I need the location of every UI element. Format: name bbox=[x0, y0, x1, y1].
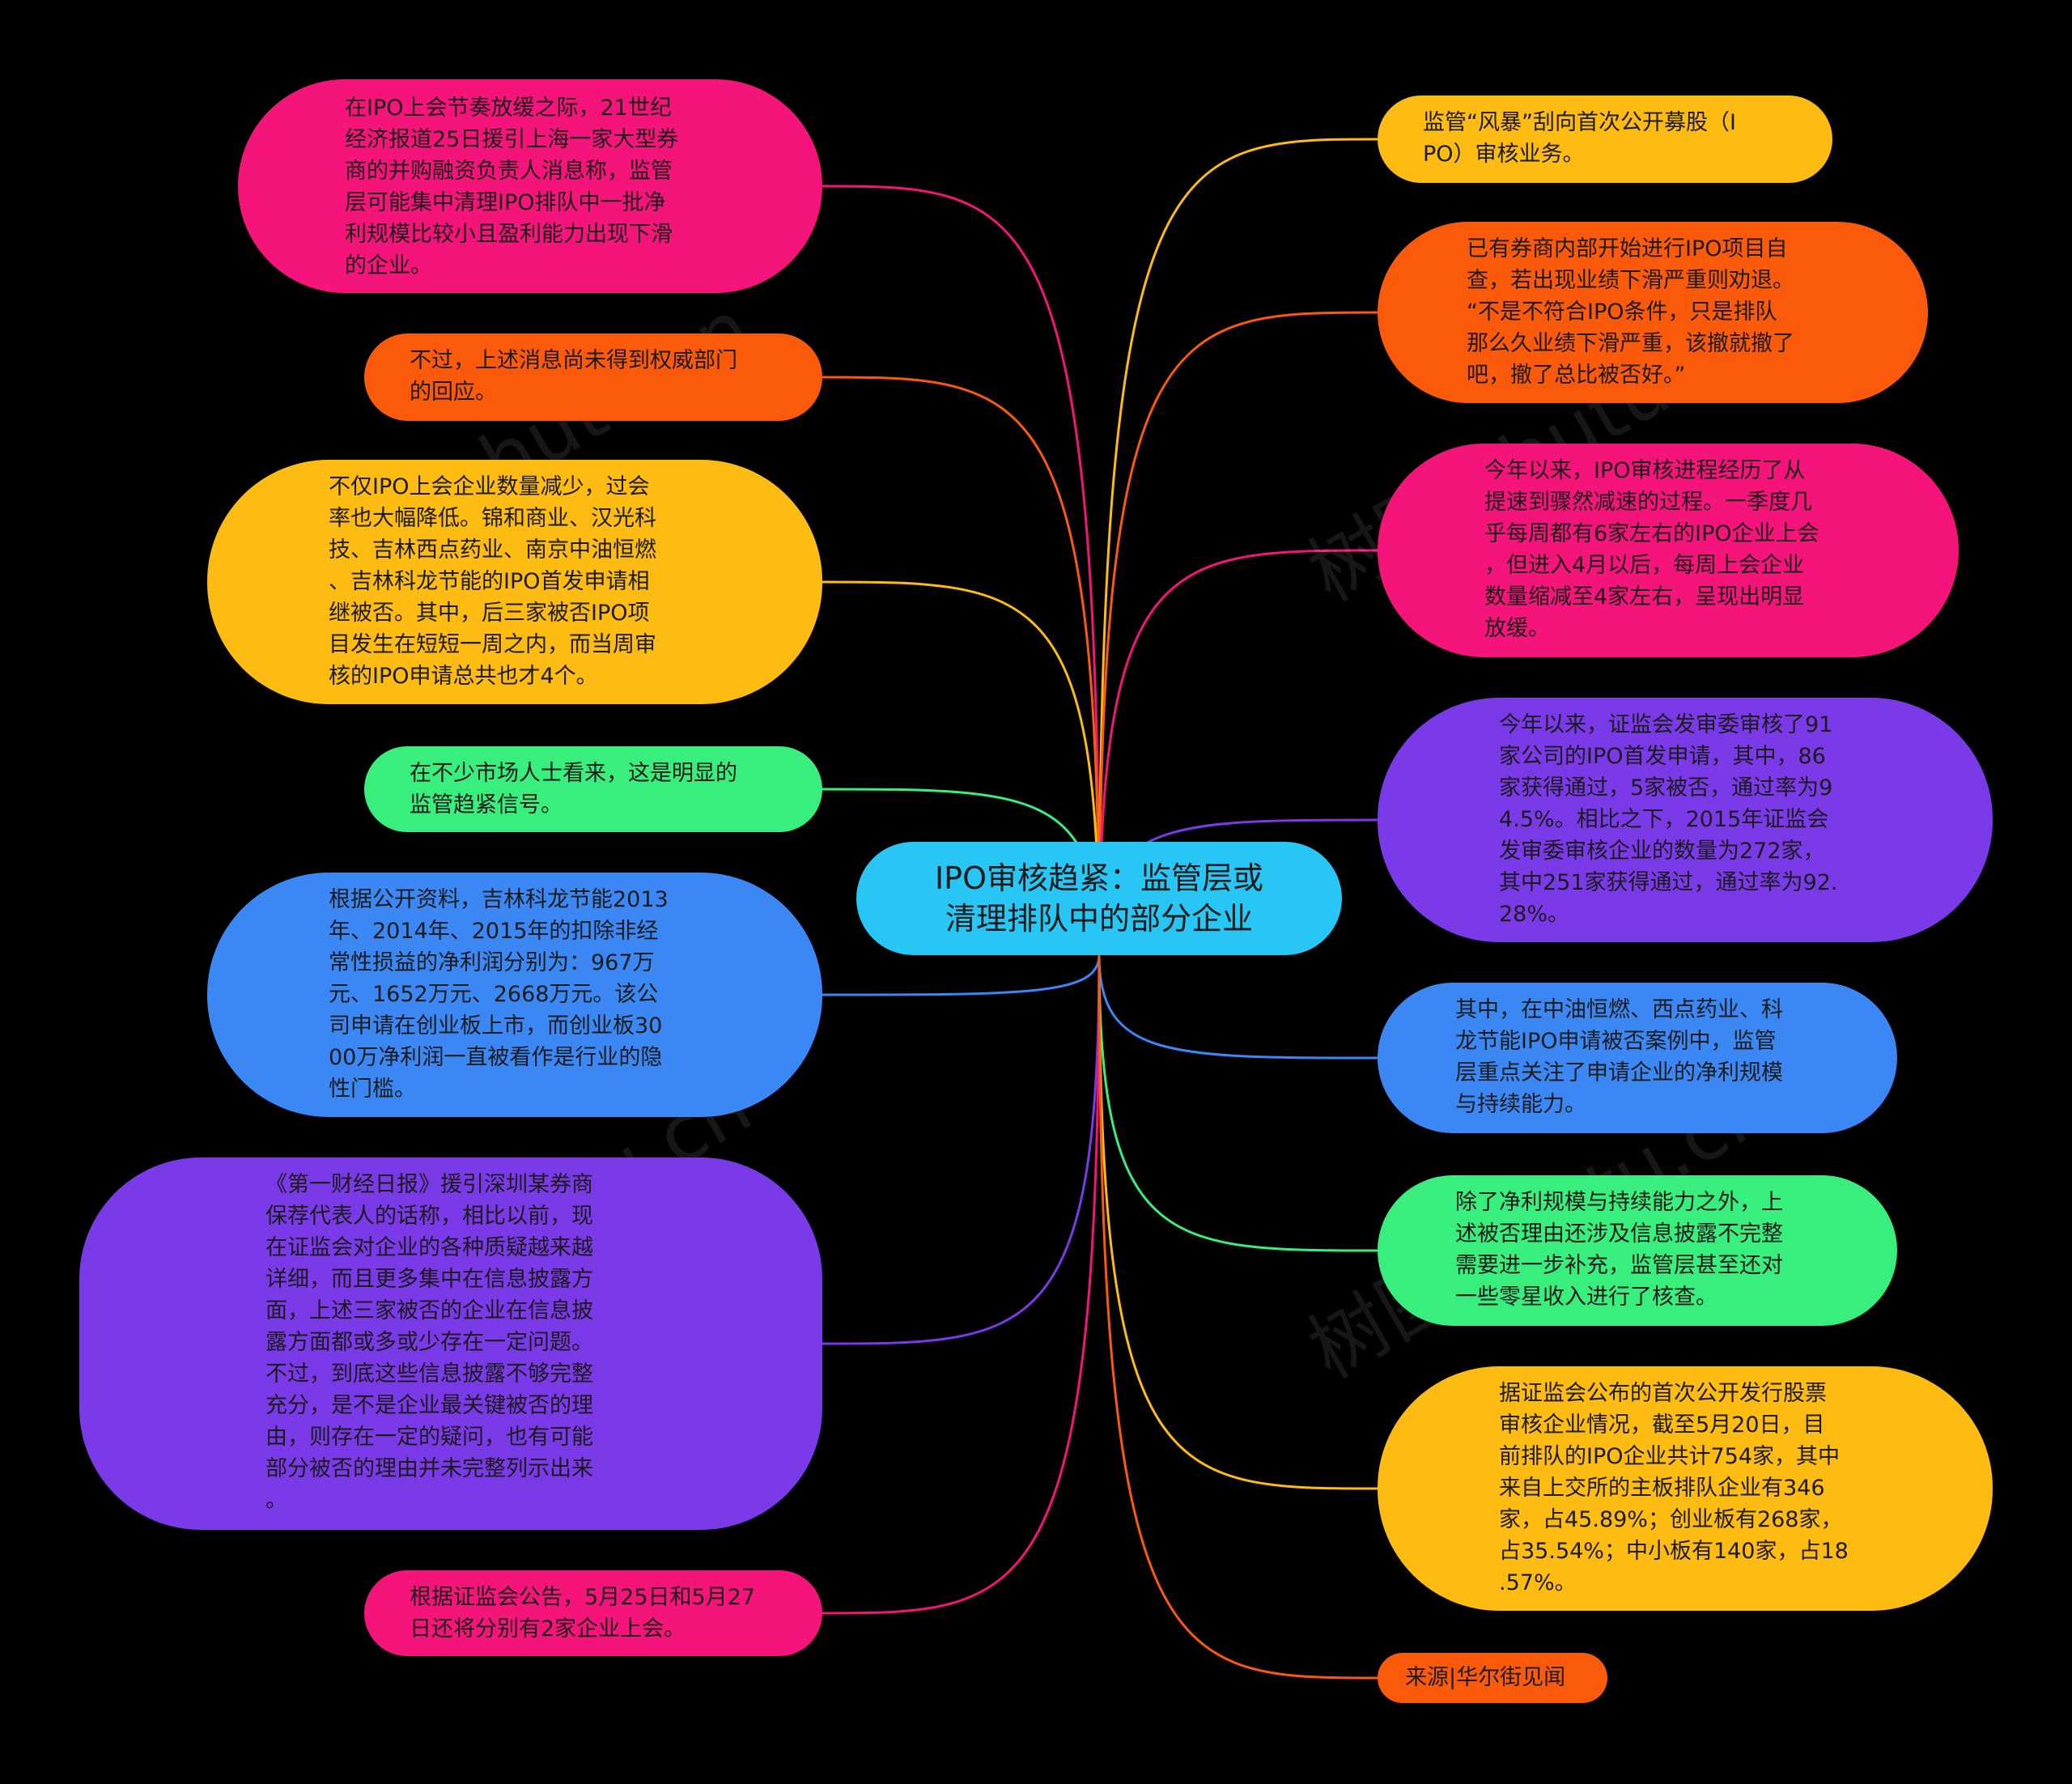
right-topic-node[interactable]: 今年以来，IPO审核进程经历了从 提速到骤然减速的过程。一季度几 乎每周都有6家… bbox=[1378, 444, 1959, 657]
right-connector-line bbox=[1098, 311, 1378, 956]
right-connector-line bbox=[1098, 954, 1378, 1060]
right-connector-line bbox=[1098, 954, 1378, 1680]
left-topic-text: 根据证监会公告，5月25日和5月27 日还将分别有2家企业上会。 bbox=[410, 1585, 756, 1642]
left-topic-node[interactable]: 在IPO上会节奏放缓之际，21世纪 经济报道25日援引上海一家大型券 商的并购融… bbox=[238, 79, 822, 293]
right-topic-node[interactable]: 据证监会公布的首次公开发行股票 审核企业情况，截至5月20日，目 前排队的IPO… bbox=[1378, 1366, 1993, 1611]
left-topic-node[interactable]: 《第一财经日报》援引深圳某券商 保荐代表人的话称，相比以前，现 在证监会对企业的… bbox=[79, 1157, 822, 1530]
right-connector-line bbox=[1098, 954, 1378, 1252]
left-topic-node[interactable]: 不过，上述消息尚未得到权威部门 的回应。 bbox=[364, 333, 822, 421]
right-topic-text: 据证监会公布的首次公开发行股票 审核企业情况，截至5月20日，目 前排队的IPO… bbox=[1499, 1381, 1849, 1595]
left-connector-line bbox=[822, 954, 1101, 996]
left-topic-text: 不仅IPO上会企业数量减少，过会 率也大幅降低。锦和商业、汉光科 技、吉林西点药… bbox=[329, 474, 656, 689]
left-topic-node[interactable]: 不仅IPO上会企业数量减少，过会 率也大幅降低。锦和商业、汉光科 技、吉林西点药… bbox=[207, 460, 822, 704]
central-topic-node[interactable]: IPO审核趋紧：监管层或 清理排队中的部分企业 bbox=[856, 842, 1342, 955]
right-topic-node[interactable]: 来源|华尔街见闻 bbox=[1378, 1653, 1607, 1703]
left-connector-line bbox=[822, 185, 1101, 956]
right-topic-node[interactable]: 已有券商内部开始进行IPO项目自 查，若出现业绩下滑严重则劝退。 “不是不符合I… bbox=[1378, 222, 1928, 403]
right-topic-node[interactable]: 今年以来，证监会发审委审核了91 家公司的IPO首发申请，其中，86 家获得通过… bbox=[1378, 698, 1993, 942]
right-topic-text: 今年以来，IPO审核进程经历了从 提速到骤然减速的过程。一季度几 乎每周都有6家… bbox=[1484, 458, 1819, 641]
left-connector-line bbox=[822, 954, 1101, 1615]
left-topic-text: 在不少市场人士看来，这是明显的 监管趋紧信号。 bbox=[410, 761, 737, 818]
left-topic-text: 不过，上述消息尚未得到权威部门 的回应。 bbox=[410, 348, 737, 405]
central-topic-text: IPO审核趋紧：监管层或 清理排队中的部分企业 bbox=[934, 860, 1264, 937]
right-topic-text: 今年以来，证监会发审委审核了91 家公司的IPO首发申请，其中，86 家获得通过… bbox=[1499, 712, 1838, 927]
right-topic-text: 监管“风暴”刮向首次公开募股（I PO）审核业务。 bbox=[1423, 110, 1736, 167]
left-topic-text: 《第一财经日报》援引深圳某券商 保荐代表人的话称，相比以前，现 在证监会对企业的… bbox=[265, 1172, 593, 1513]
right-connector-line bbox=[1098, 954, 1378, 1490]
left-topic-text: 根据公开资料，吉林科龙节能2013 年、2014年、2015年的扣除非经 常性损… bbox=[329, 887, 669, 1102]
right-connector-line bbox=[1098, 138, 1378, 956]
left-topic-node[interactable]: 根据证监会公告，5月25日和5月27 日还将分别有2家企业上会。 bbox=[364, 1570, 822, 1656]
left-topic-node[interactable]: 在不少市场人士看来，这是明显的 监管趋紧信号。 bbox=[364, 746, 822, 832]
right-connector-line bbox=[1098, 549, 1378, 956]
right-topic-text: 除了净利规模与持续能力之外，上 述被否理由还涉及信息披露不完整 需要进一步补充，… bbox=[1455, 1190, 1783, 1310]
left-connector-line bbox=[822, 580, 1101, 956]
right-topic-node[interactable]: 其中，在中油恒燃、西点药业、科 龙节能IPO申请被否案例中，监管 层重点关注了申… bbox=[1378, 983, 1897, 1133]
left-connector-line bbox=[822, 954, 1101, 1345]
left-topic-node[interactable]: 根据公开资料，吉林科龙节能2013 年、2014年、2015年的扣除非经 常性损… bbox=[207, 873, 822, 1117]
right-topic-text: 来源|华尔街见闻 bbox=[1405, 1665, 1566, 1690]
right-topic-text: 已有券商内部开始进行IPO项目自 查，若出现业绩下滑严重则劝退。 “不是不符合I… bbox=[1467, 236, 1794, 388]
right-topic-text: 其中，在中油恒燃、西点药业、科 龙节能IPO申请被否案例中，监管 层重点关注了申… bbox=[1455, 997, 1783, 1117]
right-topic-node[interactable]: 除了净利规模与持续能力之外，上 述被否理由还涉及信息披露不完整 需要进一步补充，… bbox=[1378, 1175, 1897, 1326]
left-connector-line bbox=[822, 376, 1101, 956]
right-topic-node[interactable]: 监管“风暴”刮向首次公开募股（I PO）审核业务。 bbox=[1378, 96, 1832, 183]
left-topic-text: 在IPO上会节奏放缓之际，21世纪 经济报道25日援引上海一家大型券 商的并购融… bbox=[345, 96, 679, 278]
